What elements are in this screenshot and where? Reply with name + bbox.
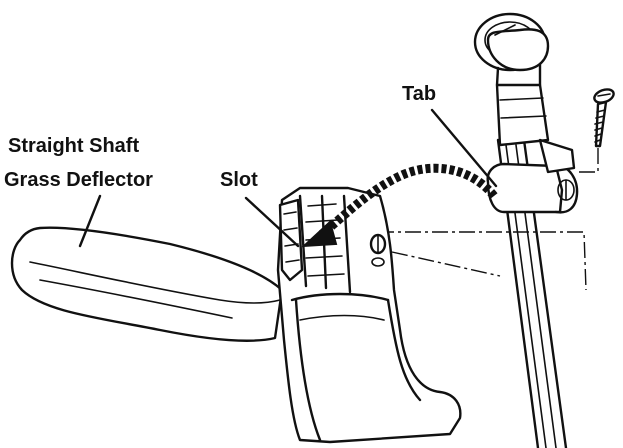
alignment-line-lower <box>391 251 501 277</box>
leader-line-deflector <box>78 194 102 248</box>
screw-hole-icon <box>369 233 387 267</box>
label-straight-shaft: Straight Shaft <box>8 135 139 157</box>
alignment-line-screw <box>576 148 599 173</box>
screw-icon <box>593 88 615 148</box>
dashed-arrow-icon <box>301 163 498 248</box>
alignment-line-slot <box>378 231 587 291</box>
leader-line-tab <box>430 108 498 188</box>
mounting-bracket <box>486 138 579 214</box>
label-slot: Slot <box>220 169 258 191</box>
shaft-top-knob <box>473 12 550 87</box>
grass-deflector <box>10 186 462 444</box>
label-tab: Tab <box>402 83 436 105</box>
trimmer-shaft <box>473 12 579 448</box>
leader-line-slot <box>244 196 300 248</box>
label-grass-deflector: Grass Deflector <box>4 169 153 191</box>
